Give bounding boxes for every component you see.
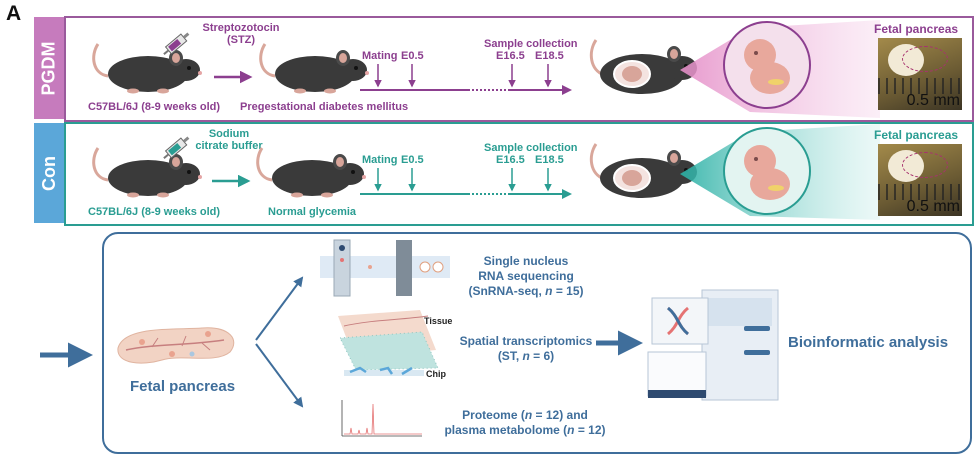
pgdm-condition-label: Pregestational diabetes mellitus	[240, 101, 409, 113]
pancreas-icon	[117, 327, 235, 364]
fetus-icon	[723, 127, 811, 215]
chip-label: Chip	[426, 369, 446, 379]
syringe-icon	[163, 32, 190, 55]
con-e165-label: E16.5	[496, 154, 525, 166]
pgdm-side-label: PGDM	[34, 17, 64, 119]
con-sample-collection-label: Sample collection	[484, 142, 578, 154]
con-injection-label: Sodium citrate buffer	[195, 128, 263, 152]
fetal-pancreas-label: Fetal pancreas	[130, 378, 236, 395]
mouse-icon	[259, 43, 369, 94]
pgdm-e05-label: E0.5	[401, 50, 424, 62]
con-mating-label: Mating	[362, 154, 398, 166]
spatial-chip-icon	[338, 310, 439, 371]
pgdm-tissue-label: Fetal pancreas	[874, 22, 959, 36]
pgdm-arrow	[214, 70, 253, 84]
tissue-outline	[902, 46, 948, 72]
con-condition-label: Normal glycemia	[268, 206, 357, 218]
con-side-label: Con	[34, 123, 64, 223]
spatial-transcriptomics-label: Spatial transcriptomics (ST, n = 6)	[459, 334, 593, 363]
ruler-ticks	[878, 78, 962, 94]
pgdm-sample-collection-label: Sample collection	[484, 38, 578, 50]
panel-label: A	[6, 2, 22, 25]
bioinformatic-analysis-label: Bioinformatic analysis	[788, 334, 949, 351]
con-scale-label: 0.5 mm	[906, 198, 960, 215]
con-arrow	[212, 174, 251, 188]
pregnant-mouse-icon	[589, 39, 697, 94]
pgdm-timeline	[360, 64, 572, 95]
syringe-icon	[163, 136, 190, 159]
server-icon	[647, 289, 779, 401]
con-e185-label: E18.5	[535, 154, 564, 166]
pgdm-tissue-micrograph: 0.5 mm	[878, 38, 962, 110]
fetus-icon	[723, 21, 811, 109]
analysis-arrow	[596, 330, 643, 356]
mouse-icon	[92, 43, 202, 94]
con-strain-label: C57BL/6J (8-9 weeks old)	[88, 206, 221, 218]
con-tissue-micrograph: 0.5 mm	[878, 144, 962, 216]
microfluidic-chip-icon	[320, 239, 450, 297]
pgdm-mating-label: Mating	[362, 50, 398, 62]
workflow-box	[102, 232, 972, 454]
proteome-metabolome-label: Proteome (n = 12) and plasma metabolome …	[444, 408, 606, 437]
con-e05-label: E0.5	[401, 154, 424, 166]
pgdm-injection-label: Streptozotocin (STZ)	[202, 22, 280, 46]
pgdm-e165-label: E16.5	[496, 50, 525, 62]
input-arrow	[40, 342, 93, 368]
mass-spectrum-plot-icon	[341, 400, 422, 437]
con-timeline	[360, 168, 572, 199]
pgdm-scale-label: 0.5 mm	[906, 92, 960, 109]
tissue-label: Tissue	[424, 316, 453, 326]
con-tissue-label: Fetal pancreas	[874, 128, 959, 142]
branch-arrows	[255, 276, 304, 408]
ruler-ticks	[878, 184, 962, 200]
pgdm-strain-label: C57BL/6J (8-9 weeks old)	[88, 101, 221, 113]
mouse-icon	[256, 147, 366, 198]
chip-slide-icon	[344, 366, 424, 376]
tissue-outline	[902, 152, 948, 178]
snrna-seq-label: Single nucleus RNA sequencing (SnRNA-seq…	[468, 254, 584, 298]
pgdm-e185-label: E18.5	[535, 50, 564, 62]
mouse-icon	[92, 147, 202, 198]
